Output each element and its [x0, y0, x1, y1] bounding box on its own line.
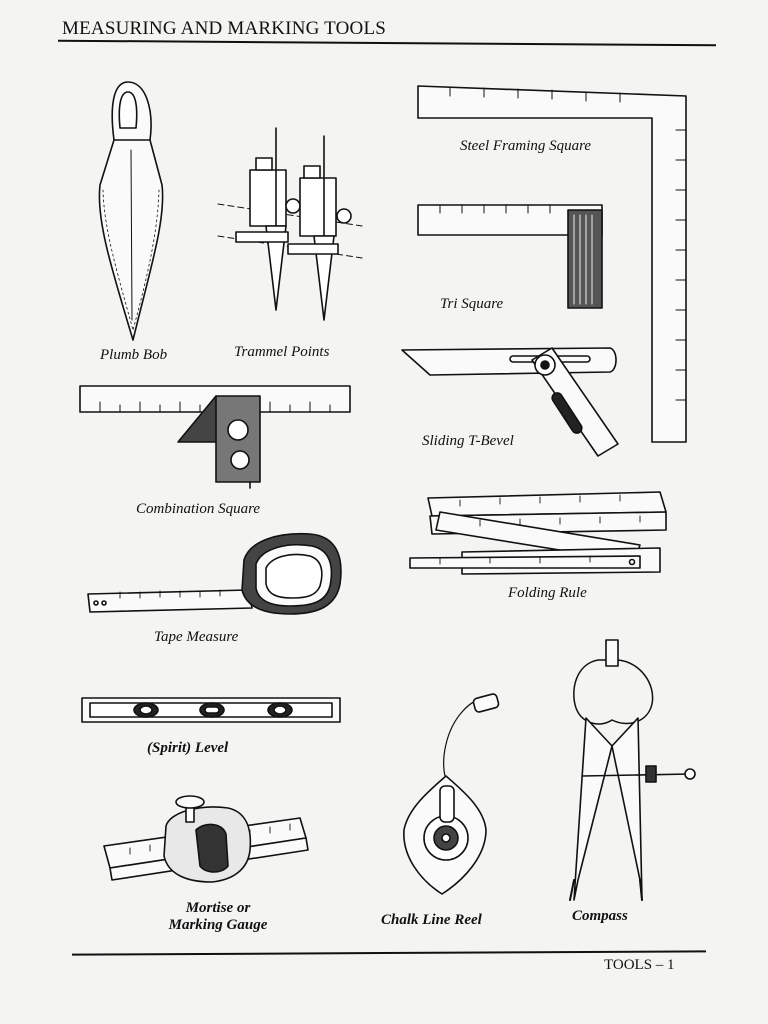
tape-measure-illustration — [87, 532, 342, 615]
chalk-line-reel-illustration — [403, 693, 500, 895]
spirit-level-illustration — [81, 697, 341, 723]
plumb-bob-illustration — [98, 81, 164, 341]
trammel-points-illustration — [217, 127, 363, 321]
mortise-gauge-label-line2: Marking Gauge — [168, 917, 268, 933]
chalk-line-reel-label: Chalk Line Reel — [381, 912, 482, 928]
tape-measure-label: Tape Measure — [154, 629, 239, 645]
page-footer: TOOLS – 1 — [604, 957, 675, 973]
sliding-t-bevel-illustration — [401, 347, 619, 457]
mortise-gauge-label-line1: Mortise or — [185, 900, 251, 916]
combination-square-illustration — [79, 385, 351, 489]
steel-framing-square-label: Steel Framing Square — [460, 138, 592, 154]
sliding-t-bevel-label: Sliding T-Bevel — [422, 433, 514, 449]
trammel-points-label: Trammel Points — [234, 344, 330, 360]
compass-label: Compass — [572, 908, 628, 924]
mortise-gauge-label: Mortise or Marking Gauge — [156, 900, 280, 934]
marking-gauge-illustration — [103, 795, 309, 883]
tri-square-illustration — [417, 204, 603, 309]
compass-illustration — [569, 639, 696, 901]
tri-square-label: Tri Square — [440, 296, 504, 312]
spirit-level-label: (Spirit) Level — [147, 740, 229, 756]
page-title: MEASURING AND MARKING TOOLS — [62, 18, 387, 39]
plumb-bob-label: Plumb Bob — [100, 347, 168, 363]
folding-rule-illustration — [409, 491, 667, 575]
folding-rule-label: Folding Rule — [508, 585, 587, 601]
combination-square-label: Combination Square — [136, 501, 261, 517]
steel-framing-square-illustration — [417, 85, 687, 443]
